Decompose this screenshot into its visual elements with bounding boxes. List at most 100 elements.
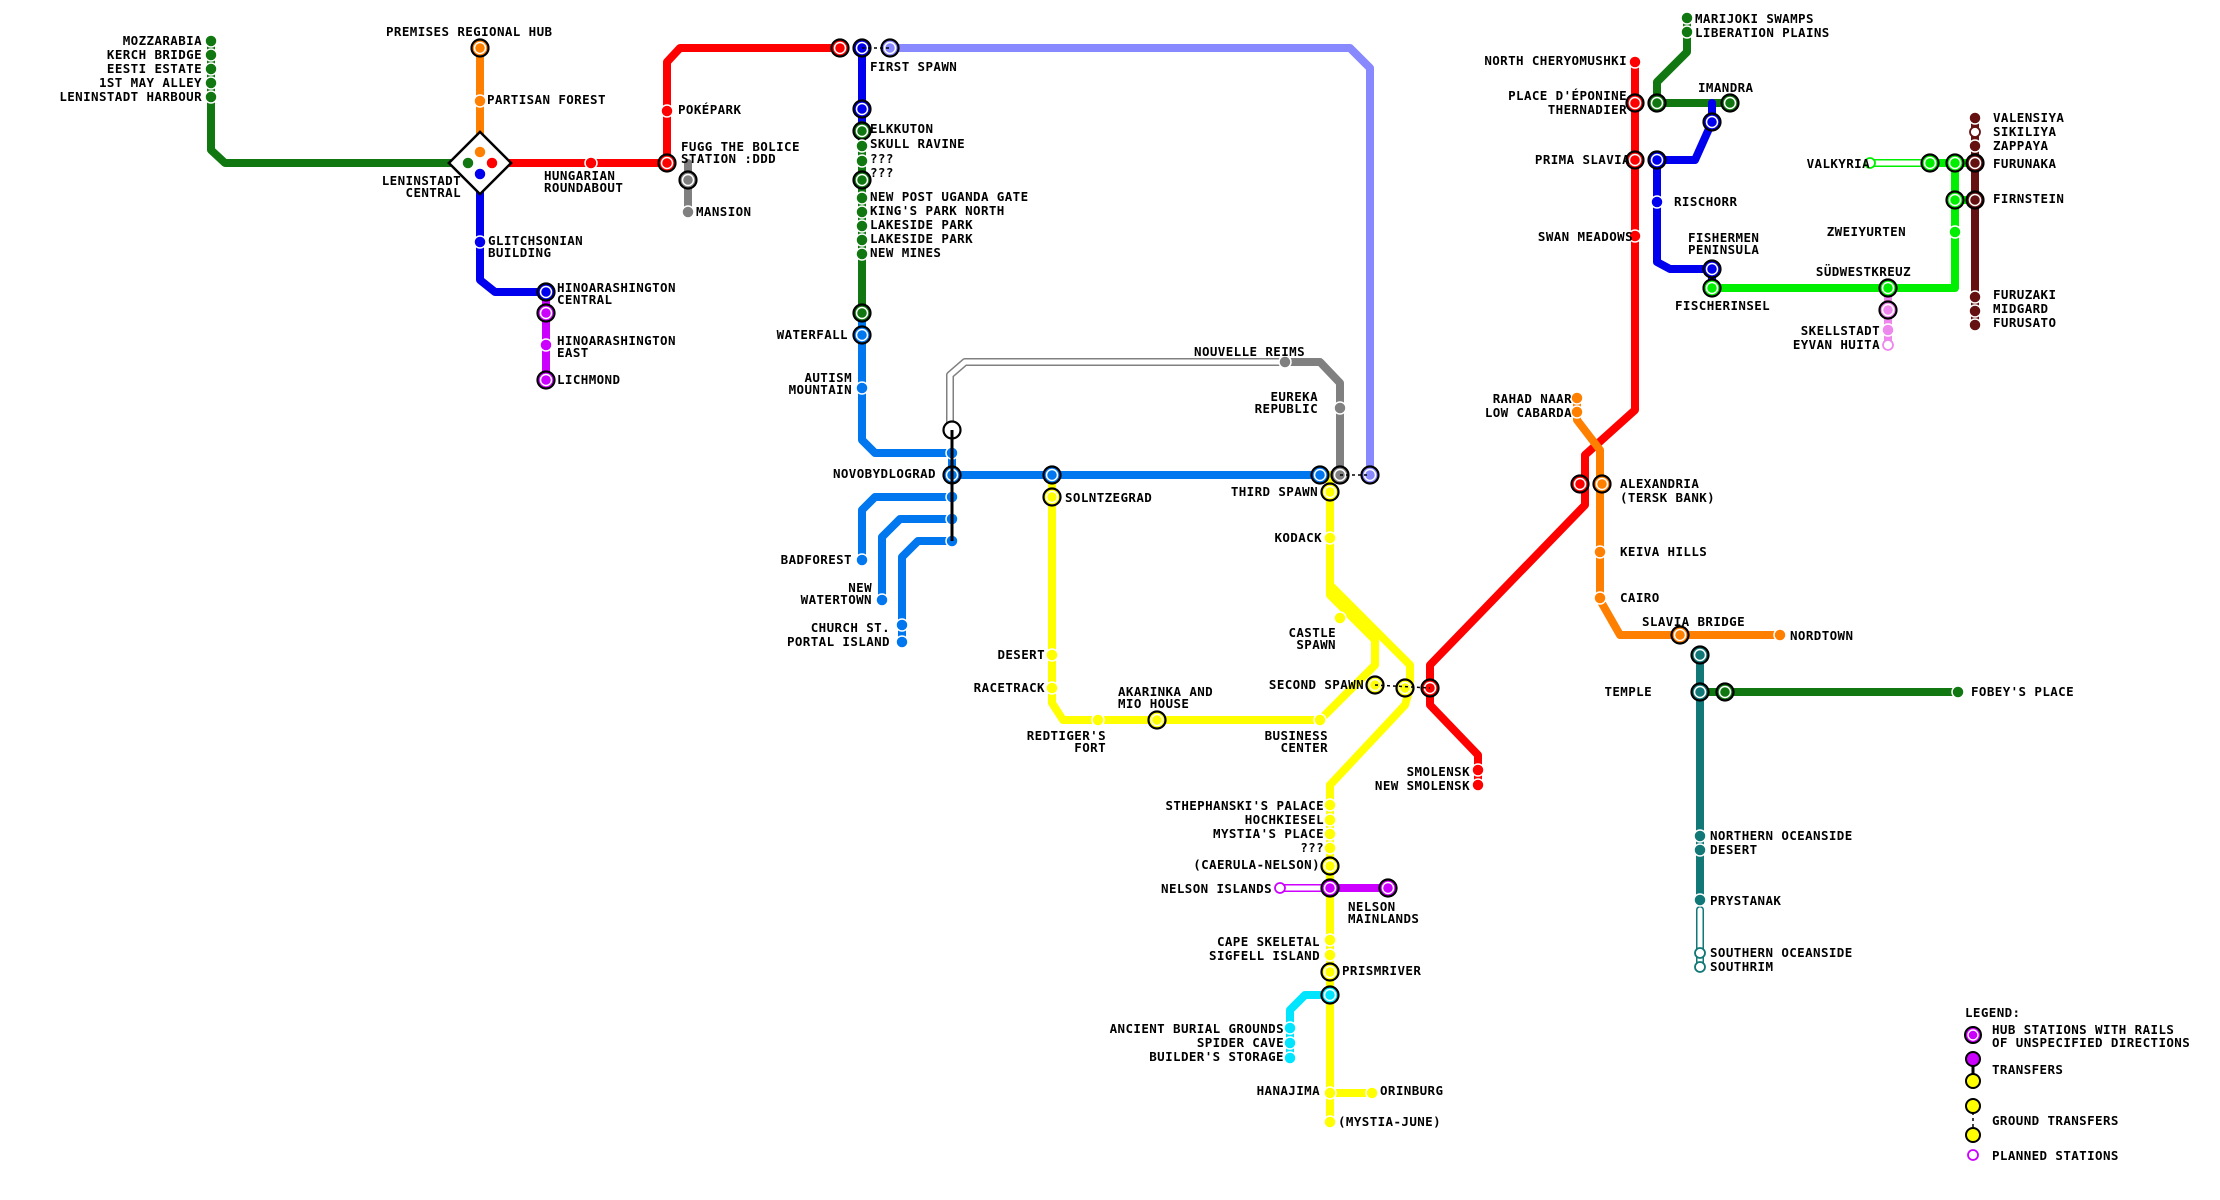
- label-zappaya: ZAPPAYA: [1993, 138, 2049, 153]
- station-maroon-south-0: [1968, 290, 1982, 304]
- station-sudwestkreuz-ring: [1881, 281, 1895, 295]
- station-prismriver-cyan-ring: [1323, 988, 1337, 1002]
- station-partisan-forest: [473, 94, 487, 108]
- label-church-st-2: PORTAL ISLAND: [787, 634, 890, 649]
- label-cape-skeletal: CAPE SKELETAL: [1217, 934, 1320, 949]
- label-skellstadt: SKELLSTADT: [1801, 323, 1880, 338]
- station-green-north-3: [855, 233, 869, 247]
- legend-ground-marker-bottom: [1965, 1127, 1981, 1143]
- station-cyan-1: [1283, 1036, 1297, 1050]
- station-desert-2: [1693, 843, 1707, 857]
- label-mozzarabia: MOZZARABIA: [123, 33, 202, 48]
- station-imandra-blue-ring: [1705, 115, 1719, 129]
- station-fobeys-place: [1951, 685, 1965, 699]
- label-nelson-mainlands: NELSON: [1348, 899, 1396, 914]
- label-unknown-3: ???: [1300, 840, 1324, 855]
- label-valkyria: VALKYRIA: [1807, 156, 1870, 171]
- label-hungarian-roundabout: HUNGARIAN: [544, 168, 615, 183]
- station-prima-slavia-blue-ring: [1650, 153, 1664, 167]
- station-labels: MOZZARABIA KERCH BRIDGE EESTI ESTATE 1ST…: [59, 11, 2073, 1129]
- label-waterfall: WATERFALL: [777, 327, 848, 342]
- label-hungarian-roundabout-2: ROUNDABOUT: [544, 180, 623, 195]
- station-north-cheryomushki: [1628, 55, 1642, 69]
- station-low-cabarda: [1570, 405, 1584, 419]
- label-prima-slavia: PRIMA SLAVIA: [1535, 152, 1630, 167]
- station-autism-mountain: [855, 381, 869, 395]
- label-redtigers-fort: REDTIGER'S: [1027, 728, 1106, 743]
- label-eesti-estate: EESTI ESTATE: [107, 61, 202, 76]
- label-first-spawn: FIRST SPAWN: [870, 59, 957, 74]
- station-hanajima: [1323, 1086, 1337, 1100]
- label-second-spawn: SECOND SPAWN: [1269, 677, 1364, 692]
- station-new-watertown: [875, 593, 889, 607]
- station-cairo: [1593, 591, 1607, 605]
- label-thernadier: THERNADIER: [1548, 102, 1627, 117]
- label-fugg-station-2: STATION :DDD: [681, 151, 776, 166]
- line-green-ne: [1653, 14, 1734, 107]
- label-temple: TEMPLE: [1604, 684, 1652, 699]
- station-unknown-1: [855, 154, 869, 168]
- label-builders-storage: BUILDER'S STORAGE: [1149, 1049, 1284, 1064]
- station-racetrack: [1045, 681, 1059, 695]
- station-green-north-0: [855, 191, 869, 205]
- label-ancient-burial-grounds: ANCIENT BURIAL GROUNDS: [1110, 1021, 1284, 1036]
- label-hinoa-east: HINOARASHINGTON: [557, 333, 676, 348]
- station-sikiliya: [1969, 126, 1981, 138]
- label-lichmond: LICHMOND: [557, 372, 620, 387]
- station-yellow-south-3: [1323, 841, 1337, 855]
- station-desert: [1045, 648, 1059, 662]
- station-furunaka-ring: [1968, 156, 1982, 170]
- label-kerch-bridge: KERCH BRIDGE: [107, 47, 202, 62]
- label-lakeside-park-1: LAKESIDE PARK: [870, 217, 973, 232]
- station-thernadier-green-ring: [1650, 96, 1664, 110]
- station-leninstadt-central-s: [473, 167, 487, 181]
- station-cape-skeletal: [1323, 933, 1337, 947]
- label-skull-ravine: SKULL RAVINE: [870, 136, 965, 151]
- label-fishermen-peninsula-2: PENINSULA: [1688, 242, 1759, 257]
- station-akarinka-mio-house-ring: [1150, 713, 1164, 727]
- label-north-cheryomushki: NORTH CHERYOMUSHKI: [1484, 53, 1627, 68]
- label-new-smolensk: NEW SMOLENSK: [1375, 778, 1470, 793]
- station-eureka-republic: [1333, 401, 1347, 415]
- station-prystanak: [1693, 893, 1707, 907]
- station-firnstein-lime-ring: [1948, 193, 1962, 207]
- label-akarinka-mio-house-2: MIO HOUSE: [1118, 696, 1189, 711]
- station-second-spawn-1-ring: [1368, 678, 1382, 692]
- legend-title: LEGEND:: [1965, 1005, 2020, 1020]
- label-caerula-nelson: (CAERULA-NELSON): [1193, 857, 1320, 872]
- station-green-north-1: [855, 205, 869, 219]
- label-partisan-forest: PARTISAN FOREST: [487, 92, 606, 107]
- label-leninstadt-central-2: CENTRAL: [406, 185, 462, 200]
- station-nouvelle-reims: [1278, 355, 1292, 369]
- station-green-north-2: [855, 219, 869, 233]
- line-yellow-2: [1326, 471, 1414, 692]
- label-eureka-republic-2: REPUBLIC: [1255, 401, 1318, 416]
- station-first-spawn-lavender-ring: [883, 41, 897, 55]
- label-mansion: MANSION: [696, 204, 751, 219]
- station-southrim: [1694, 961, 1706, 973]
- label-cairo: CAIRO: [1620, 590, 1660, 605]
- label-hanajima: HANAJIMA: [1257, 1083, 1320, 1098]
- label-stephanski-palace: STHEPHANSKI'S PALACE: [1165, 798, 1324, 813]
- label-church-st: CHURCH ST.: [811, 620, 890, 635]
- label-low-cabarda: LOW CABARDA: [1485, 405, 1572, 420]
- station-maroon-south-2: [1968, 318, 1982, 332]
- station-fishermen-peninsula-ring: [1705, 262, 1719, 276]
- label-new-mines: NEW MINES: [870, 245, 941, 260]
- station-leninstadt-central-n: [473, 145, 487, 159]
- label-kings-park-north: KING'S PARK NORTH: [870, 203, 1005, 218]
- station-southern-oceanside: [1694, 947, 1706, 959]
- legend-transfers-label: TRANSFERS: [1992, 1062, 2063, 1077]
- label-business-center: BUSINESS: [1265, 728, 1328, 743]
- label-akarinka-mio-house: AKARINKA AND: [1118, 684, 1213, 699]
- line-gray-east: [1281, 358, 1344, 479]
- station-mansion: [681, 205, 695, 219]
- label-third-spawn: THIRD SPAWN: [1231, 484, 1318, 499]
- station-zweiyurten: [1948, 225, 1962, 239]
- label-castle-spawn-2: SPAWN: [1296, 637, 1336, 652]
- label-elkkuton: ELKKUTON: [870, 121, 933, 136]
- station-new-smolensk: [1471, 778, 1485, 792]
- label-fishermen-peninsula: FISHERMEN: [1688, 230, 1759, 245]
- line-azure-branch-1: [858, 493, 956, 564]
- label-furusato: FURUSATO: [1993, 315, 2056, 330]
